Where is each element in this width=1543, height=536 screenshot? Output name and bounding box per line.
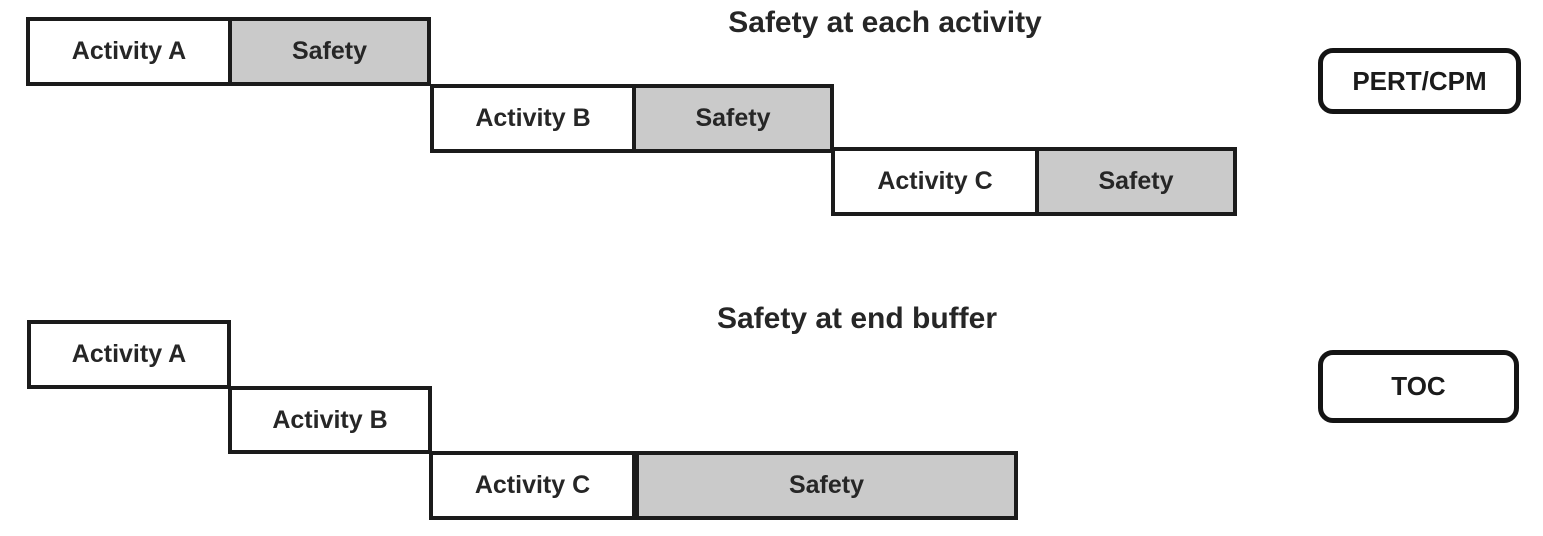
activity-b-label: Activity B: [475, 104, 591, 132]
pert-cpm-badge: PERT/CPM: [1318, 48, 1521, 114]
activity-c-label: Activity C: [474, 471, 591, 499]
activity-b-safety-label: Safety: [632, 88, 830, 149]
activity-c-safety-label: Safety: [1035, 151, 1233, 212]
top-activity-c-bar: Activity C Safety: [831, 147, 1237, 216]
toc-badge: TOC: [1318, 350, 1519, 423]
top-activity-b-bar: Activity B Safety: [430, 84, 834, 153]
end-buffer-safety-label: Safety: [632, 455, 1014, 516]
top-section-title: Safety at each activity: [728, 6, 1042, 39]
bottom-activity-b-bar: Activity B: [228, 386, 432, 454]
activity-b-label: Activity B: [272, 405, 388, 434]
activity-a-safety-label: Safety: [228, 21, 427, 82]
activity-a-label: Activity A: [71, 340, 187, 368]
bottom-section-title: Safety at end buffer: [716, 302, 998, 335]
activity-c-label: Activity C: [877, 167, 993, 195]
bottom-activity-c-bar: Activity C Safety: [429, 451, 1018, 520]
bottom-activity-a-bar: Activity A: [27, 320, 231, 389]
activity-a-label: Activity A: [71, 37, 187, 65]
top-activity-a-bar: Activity A Safety: [26, 17, 431, 86]
